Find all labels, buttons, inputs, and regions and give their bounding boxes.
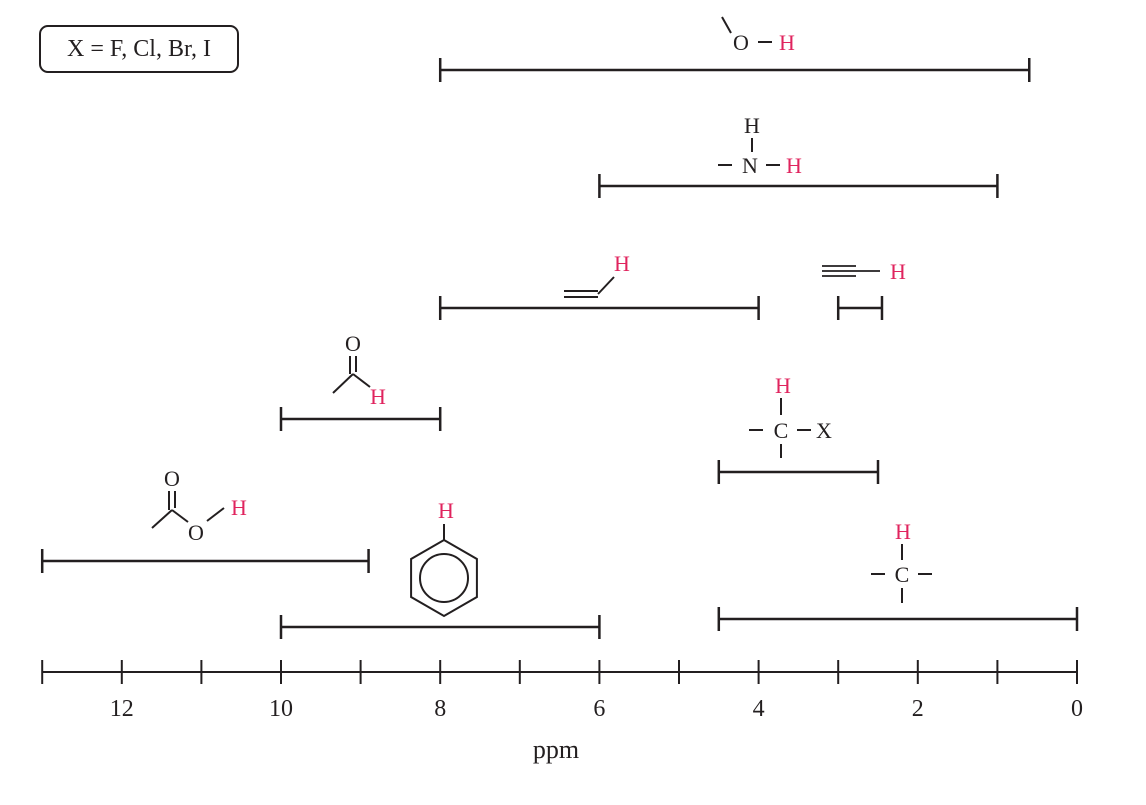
bond	[721, 16, 732, 34]
hydrogen-atom: H	[231, 495, 247, 520]
hydrogen-atom: H	[895, 519, 911, 544]
alkyne-structure: H	[822, 259, 906, 284]
tick-label: 12	[110, 696, 134, 722]
range-alkyl-halide-H	[717, 460, 880, 484]
axis-label: ppm	[533, 735, 579, 764]
carbon-atom: C	[774, 418, 789, 443]
tick-label: 6	[593, 696, 605, 722]
vinyl-structure: H	[564, 251, 630, 298]
oxygen-atom: O	[345, 331, 361, 356]
oxygen-atom: O	[164, 466, 180, 491]
carbon-atom: C	[895, 562, 910, 587]
hydrogen-atom: H	[775, 373, 791, 398]
hydrogen-atom: H	[438, 498, 454, 523]
halogen-atom: X	[816, 418, 832, 443]
range-aldehyde-H	[279, 407, 442, 431]
tick-label: 10	[269, 696, 293, 722]
range-amine-NH	[598, 174, 999, 198]
hydrogen-atom: H	[370, 384, 386, 409]
alkyl-halide-structure: HC X	[749, 373, 832, 458]
aldehyde-structure: OH	[332, 331, 386, 409]
range-alcohol-OH	[438, 58, 1031, 82]
hydrogen-atom: H	[744, 113, 760, 138]
oxygen-atom: O	[188, 520, 204, 545]
range-vinyl-H	[438, 296, 760, 320]
range-aromatic-H	[279, 615, 601, 639]
bond	[332, 373, 354, 394]
tick-label: 4	[753, 696, 765, 722]
halogen-legend-text: X = F, Cl, Br, I	[67, 35, 211, 62]
bond	[171, 509, 189, 523]
alkyl-structure: HC	[871, 519, 932, 603]
halogen-legend: X = F, Cl, Br, I	[39, 25, 239, 73]
range-carboxylic-acid-H	[40, 549, 370, 573]
range-alkyne-H	[836, 296, 884, 320]
hydrogen-atom: H	[786, 153, 802, 178]
bond	[151, 509, 173, 529]
ppm-axis: 12 10 8 6 4 2 0	[41, 660, 1083, 722]
benzene-ring	[410, 538, 478, 618]
tick-label: 2	[912, 696, 924, 722]
bond	[206, 507, 225, 522]
bond	[352, 373, 371, 388]
carboxylic-acid-structure: O O H	[151, 466, 247, 545]
tick-label: 8	[434, 696, 446, 722]
benzene-structure: H	[410, 498, 478, 618]
tick-label: 0	[1071, 696, 1083, 722]
hydrogen-atom: H	[614, 251, 630, 276]
bond	[597, 276, 615, 295]
range-bars	[40, 58, 1079, 639]
oxygen-atom: O	[733, 30, 749, 55]
hydrogen-atom: H	[890, 259, 906, 284]
hydrogen-atom: H	[779, 30, 795, 55]
nitrogen-atom: N	[742, 153, 758, 178]
benzene-aromatic-circle	[419, 553, 469, 603]
range-alkyl-H	[717, 607, 1079, 631]
